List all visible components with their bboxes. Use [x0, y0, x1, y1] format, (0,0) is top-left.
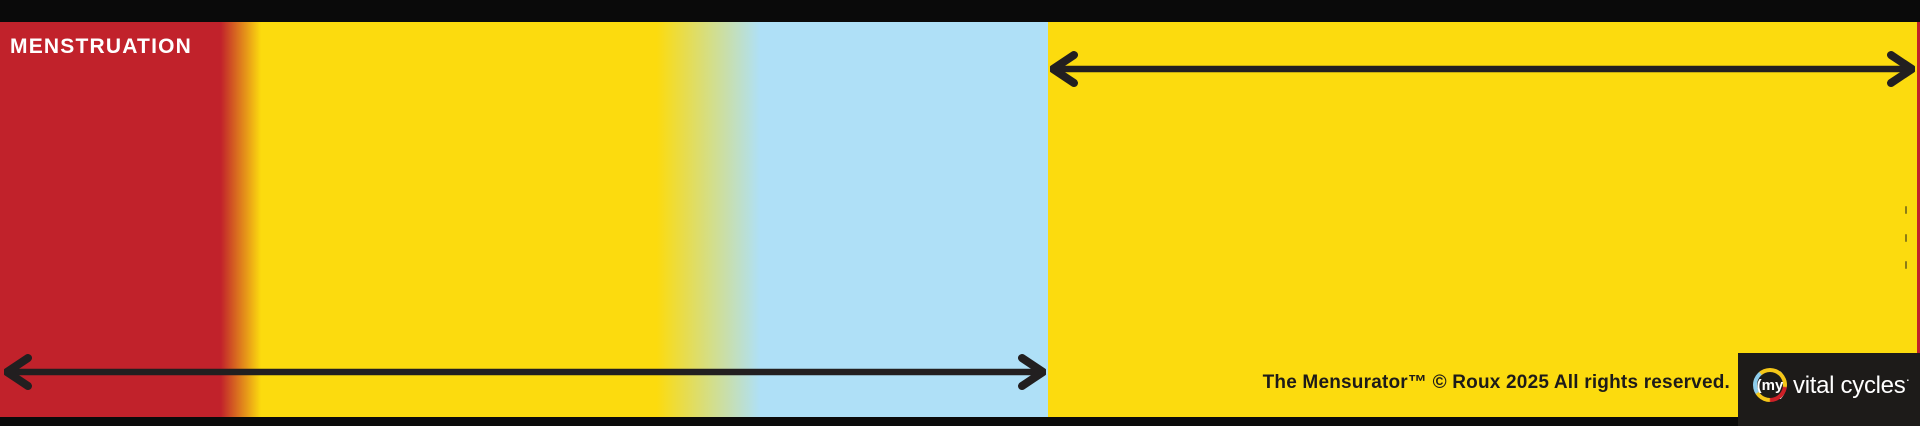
- tick-mark: [1905, 261, 1907, 269]
- logo-ring-inner: (my: [1757, 372, 1783, 398]
- tick-mark: [1905, 234, 1907, 242]
- phase-label-menstruation: MENSTRUATION: [10, 35, 193, 58]
- top-black-bar: [0, 0, 1920, 22]
- logo-trademark-dot: ·: [1905, 371, 1910, 387]
- logo-brand-text: vital cycles·: [1793, 371, 1910, 399]
- tick-mark: [1905, 206, 1907, 214]
- logo-ring-icon: (my: [1753, 368, 1787, 402]
- logo-my-text: (my: [1756, 376, 1784, 394]
- bottom-black-bar: [0, 417, 1920, 426]
- copyright-text: The Mensurator™ © Roux 2025 All rights r…: [1262, 372, 1730, 393]
- my-vital-cycles-logo: (my ) vital cycles·: [1738, 353, 1920, 426]
